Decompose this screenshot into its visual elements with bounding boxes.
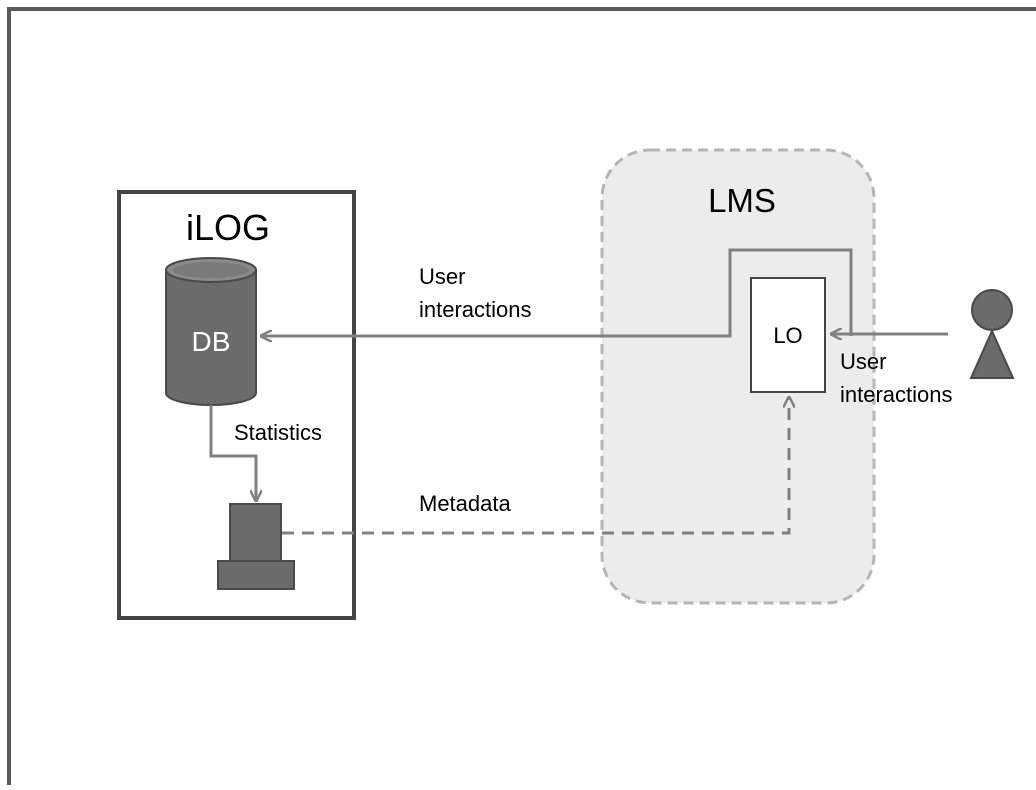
user-interactions-top-label-line2: interactions bbox=[419, 297, 532, 322]
user-interactions-right-label-line1: User bbox=[840, 349, 886, 374]
metadata-arrow bbox=[282, 398, 789, 535]
user-interactions-top-label-line1: User bbox=[419, 264, 465, 289]
stacked-box-icon bbox=[217, 503, 295, 590]
lms-label: LMS bbox=[708, 182, 776, 219]
user-interactions-arrow-to-db bbox=[262, 248, 853, 336]
lo-box bbox=[750, 277, 826, 393]
user-interactions-right-label-line2: interactions bbox=[840, 382, 953, 407]
ilog-label: iLOG bbox=[186, 207, 270, 248]
person-icon bbox=[969, 289, 1015, 379]
statistics-label: Statistics bbox=[234, 420, 322, 445]
lo-label: LO bbox=[773, 323, 802, 348]
outer-frame bbox=[7, 7, 1036, 785]
lms-region bbox=[600, 148, 876, 605]
db-label: DB bbox=[192, 326, 231, 357]
metadata-label: Metadata bbox=[419, 491, 511, 516]
statistics-arrow bbox=[209, 405, 256, 500]
database-cylinder-icon bbox=[165, 257, 257, 406]
